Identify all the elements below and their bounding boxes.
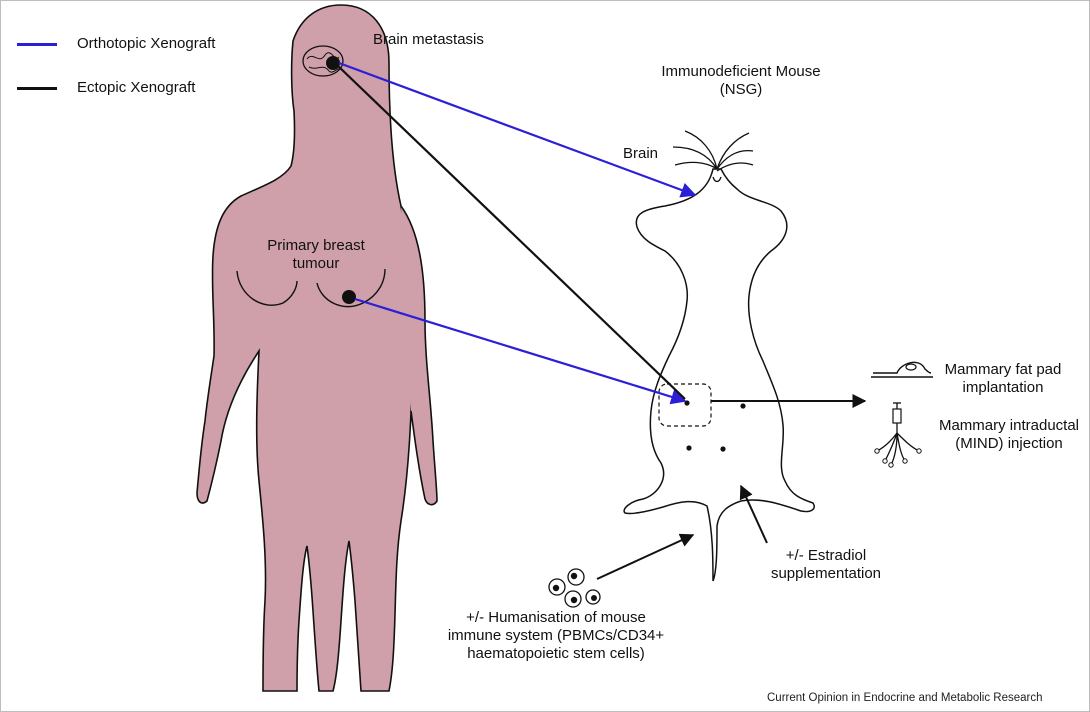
primary-tumour-marker [342,290,356,304]
fat-pad-label: Mammary fat pad implantation [933,361,1073,397]
estradiol-line1: +/- Estradiol [751,547,901,565]
primary-tumour-line1: Primary breast [251,237,381,255]
mouse-title-line1: Immunodeficient Mouse [611,63,871,81]
estradiol-label: +/- Estradiol supplementation [751,547,901,583]
legend-orthotopic-label: Orthotopic Xenograft [77,35,215,53]
mind-label: Mammary intraductal (MIND) injection [931,417,1087,453]
humanisation-line2: immune system (PBMCs/CD34+ [441,627,671,645]
humanisation-line1: +/- Humanisation of mouse [441,609,671,627]
humanisation-arrow [597,535,693,579]
mind-line2: (MIND) injection [931,435,1087,453]
journal-credit: Current Opinion in Endocrine and Metabol… [767,689,1043,707]
legend-ectopic-swatch [17,87,57,90]
primary-tumour-line2: tumour [251,255,381,273]
legend-ectopic-label: Ectopic Xenograft [77,79,195,97]
mouse-nipple-dot [740,403,745,408]
legend-orthotopic-swatch [17,43,57,46]
humanisation-label: +/- Humanisation of mouse immune system … [441,609,671,663]
mind-injection-icon [875,403,921,467]
fat-pad-line2: implantation [933,379,1073,397]
mouse-body-outline [624,169,814,581]
human-figure [197,5,437,691]
primary-tumour-label: Primary breast tumour [251,237,381,273]
mouse-whiskers [673,131,753,171]
immune-cells-icon [549,569,600,607]
mouse-nipple-dot [720,446,725,451]
brain-metastasis-marker [326,56,340,70]
mouse-nipple-dot [686,445,691,450]
estradiol-line2: supplementation [751,565,901,583]
brain-metastasis-label: Brain metastasis [373,31,484,49]
fat-pad-line1: Mammary fat pad [933,361,1073,379]
humanisation-line3: haematopoietic stem cells) [441,645,671,663]
mouse-figure [624,131,814,581]
mouse-nipple-dot [684,400,689,405]
brain-label: Brain [623,145,658,163]
fat-pad-icon [871,362,933,377]
mind-line1: Mammary intraductal [931,417,1087,435]
mouse-title-line2: (NSG) [611,81,871,99]
mouse-title: Immunodeficient Mouse (NSG) [611,63,871,99]
